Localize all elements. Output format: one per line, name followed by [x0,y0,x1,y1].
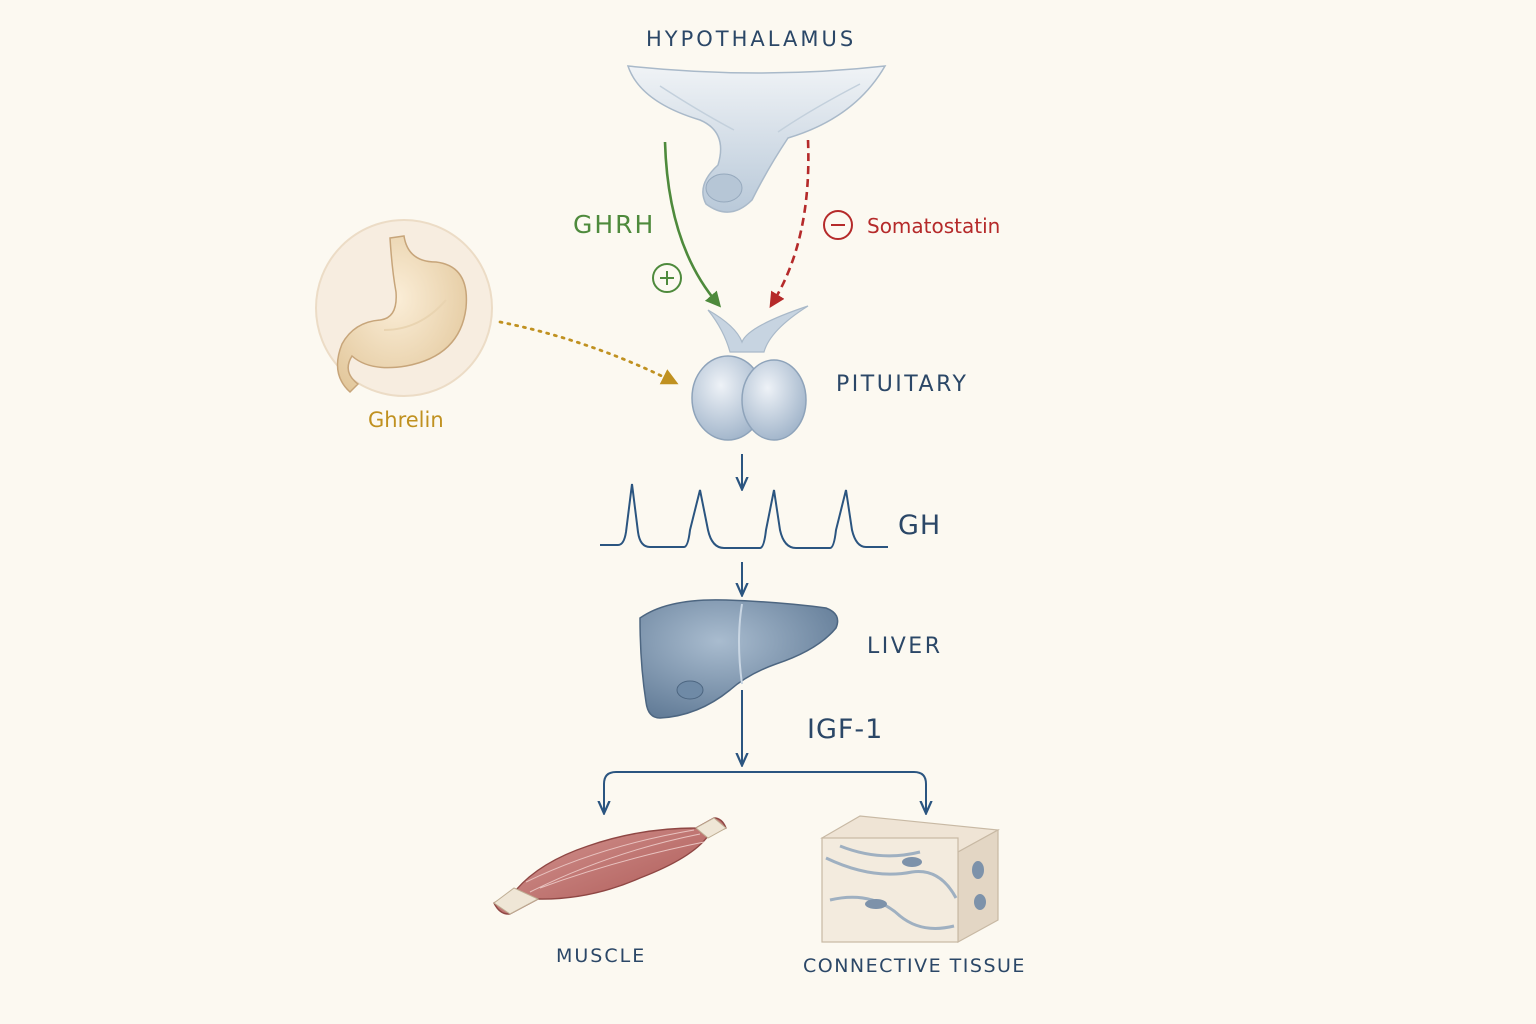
ghrelin-arrow [498,320,679,385]
pituitary-label: PITUITARY [836,372,969,397]
ghrh-label: GHRH [573,210,656,239]
gh-pulse-trace [600,483,888,549]
pituitary-illustration [691,305,809,441]
gh-label: GH [898,510,942,541]
connective-tissue-label: CONNECTIVE TISSUE [803,955,1026,977]
somatostatin-arrow [769,139,810,308]
minus-sign-icon [823,210,853,240]
somatostatin-label: Somatostatin [867,214,1001,238]
igf1-branch-arrows [603,771,927,808]
hypothalamus-illustration [626,65,887,213]
connective-tissue-illustration [820,815,1000,944]
liver-label: LIVER [867,634,943,659]
muscle-label: MUSCLE [556,945,647,967]
muscle-illustration [493,817,727,915]
igf1-label: IGF-1 [807,714,884,745]
hypothalamus-label: HYPOTHALAMUS [646,27,857,51]
stomach-illustration [315,219,493,397]
liver-illustration [639,599,839,719]
ghrelin-label: Ghrelin [368,408,444,432]
plus-sign-icon [652,263,682,293]
ghrh-arrow [663,141,722,308]
